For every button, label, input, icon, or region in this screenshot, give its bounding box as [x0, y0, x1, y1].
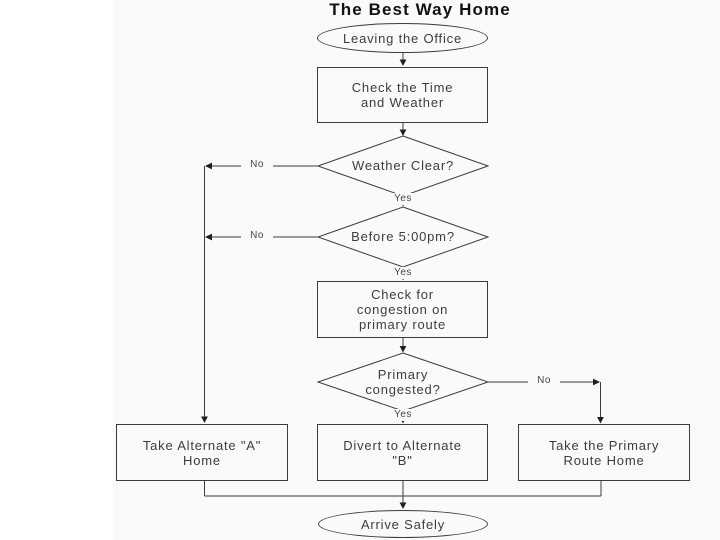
node-start-terminator: Leaving the Office [317, 23, 488, 53]
node-check-congestion: Check for congestion on primary route [317, 281, 488, 338]
node-take-alternate-a-label: Take Alternate "A" Home [142, 437, 262, 468]
node-weather-clear-label: Weather Clear? [351, 158, 454, 173]
node-divert-alternate-b: Divert to Alternate "B" [317, 424, 488, 481]
node-end-label: Arrive Safely [360, 516, 446, 532]
node-start-label: Leaving the Office [343, 30, 462, 46]
edge-label-weather-clear-no: No [241, 159, 273, 171]
node-before-5pm-label: Before 5:00pm? [351, 229, 455, 244]
edge-label-primary-congested-no: No [528, 375, 560, 387]
node-end-terminator: Arrive Safely [318, 510, 488, 538]
node-take-alternate-a: Take Alternate "A" Home [116, 424, 288, 481]
edge-label-primary-congested-yes: Yes [387, 409, 419, 421]
node-check-congestion-label: Check for congestion on primary route [356, 287, 449, 332]
node-check-time-weather: Check the Time and Weather [317, 67, 488, 123]
edge-label-before-5pm-yes: Yes [387, 267, 419, 279]
node-divert-alternate-b-label: Divert to Alternate "B" [343, 437, 462, 468]
edge-label-before-5pm-no: No [241, 230, 273, 242]
node-primary-congested-label: Primary congested? [365, 367, 441, 397]
node-take-primary-label: Take the Primary Route Home [548, 437, 660, 468]
node-check-time-weather-label: Check the Time and Weather [351, 80, 454, 110]
edge-label-weather-clear-yes: Yes [387, 193, 419, 205]
page-title: The Best Way Home [329, 0, 511, 19]
node-take-primary: Take the Primary Route Home [518, 424, 690, 481]
